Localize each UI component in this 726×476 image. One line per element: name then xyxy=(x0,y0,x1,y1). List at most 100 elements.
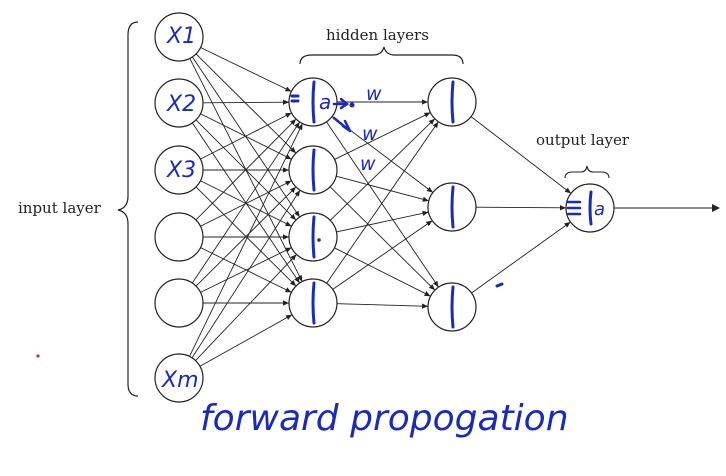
input-neuron-3 xyxy=(154,145,204,195)
connection-line xyxy=(336,175,429,202)
connection-arrowhead xyxy=(424,291,431,297)
connection-arrowhead xyxy=(297,275,303,282)
connection-arrowhead xyxy=(284,86,292,92)
connection-arrowhead xyxy=(294,190,301,197)
connection-arrowhead xyxy=(294,121,300,129)
connection-line xyxy=(200,112,292,160)
ink-dash-mark xyxy=(495,282,504,288)
neuron-split-mark xyxy=(311,80,316,124)
neuron-split-mark xyxy=(450,285,455,329)
connection-arrowhead xyxy=(289,186,296,193)
svg-text:X2: X2 xyxy=(166,92,196,117)
connection-arrowhead xyxy=(284,247,292,253)
connection-arrowhead xyxy=(282,99,290,105)
connection-arrowhead xyxy=(422,196,429,202)
hidden-layers-brace xyxy=(299,46,464,65)
connection-arrowhead xyxy=(433,280,439,288)
connection-line xyxy=(334,112,431,160)
input-neuron-1 xyxy=(154,12,204,62)
connection-line xyxy=(336,303,429,307)
connection-line xyxy=(332,220,433,290)
output-layer-label: output layer xyxy=(536,131,630,149)
svg-text:w: w xyxy=(366,83,382,105)
output-arrowhead xyxy=(712,204,720,212)
connection-arrowhead xyxy=(422,99,428,105)
connection-arrowhead xyxy=(290,119,297,126)
connection-arrowhead xyxy=(428,118,435,125)
input-neuron-5 xyxy=(154,278,204,328)
neuron-split-mark xyxy=(311,281,316,325)
connection-line xyxy=(195,254,297,361)
input-neuron-2 xyxy=(154,78,204,128)
neuron-split-mark xyxy=(311,215,316,259)
handdrawn-arrow-icon xyxy=(332,97,350,110)
connection-line xyxy=(200,180,292,227)
connection-line xyxy=(326,121,439,288)
output-layer-brace xyxy=(564,165,610,179)
stray-dot xyxy=(36,354,40,358)
connection-arrowhead xyxy=(432,121,439,129)
connection-arrowhead xyxy=(285,180,292,186)
connection-arrowhead xyxy=(285,221,292,227)
connection-line xyxy=(470,116,572,194)
connection-line xyxy=(189,123,303,357)
connection-arrowhead xyxy=(289,213,297,221)
svg-text:w: w xyxy=(360,153,376,175)
connection-line xyxy=(199,314,293,367)
connection-arrowhead xyxy=(289,280,296,287)
connection-arrowhead xyxy=(284,287,292,293)
ink-dot xyxy=(317,238,321,242)
connection-arrowhead xyxy=(290,254,297,261)
handdrawn-arrow-icon-2 xyxy=(332,116,352,133)
connection-line xyxy=(475,206,567,209)
connection-line xyxy=(195,186,297,287)
connection-line xyxy=(202,101,290,104)
input-label-x1: X1 xyxy=(166,24,196,49)
connection-arrowhead xyxy=(285,112,292,118)
connection-line xyxy=(329,186,436,291)
neuron-split-mark xyxy=(311,148,316,192)
connection-arrowhead xyxy=(423,112,431,118)
hidden-layers-label: hidden layers xyxy=(326,26,429,44)
connection-arrowhead xyxy=(285,314,293,320)
connection-line xyxy=(191,121,301,284)
connection-arrowhead xyxy=(564,187,571,194)
connection-arrowhead xyxy=(425,220,433,227)
dot-mark-icon xyxy=(349,102,355,108)
connection-arrowhead xyxy=(422,210,429,216)
connection-arrowhead xyxy=(283,300,289,306)
connection-line xyxy=(200,247,292,293)
connection-arrowhead xyxy=(297,123,303,131)
input-neuron-4 xyxy=(154,212,204,262)
output-node-annotation: a xyxy=(566,199,605,220)
z-mark-icon-output xyxy=(566,200,582,216)
connection-line xyxy=(326,121,439,284)
neuron-split-mark xyxy=(588,190,593,226)
input-label-x2: X2 xyxy=(166,92,196,117)
svg-text:a: a xyxy=(594,199,605,220)
connection-arrowhead xyxy=(294,276,300,284)
neuron-split-mark xyxy=(450,80,455,124)
input-layer-brace xyxy=(117,21,139,397)
connection-arrowhead xyxy=(294,210,300,218)
svg-text:Xm: Xm xyxy=(161,368,199,393)
connection-arrowhead xyxy=(289,147,296,154)
connection-arrowhead xyxy=(564,221,571,228)
input-neuron-6 xyxy=(154,353,204,403)
hidden-node-annotation: a w w w xyxy=(290,83,382,175)
neuron-split-mark xyxy=(450,185,455,229)
connection-line xyxy=(195,118,297,221)
connection-arrowhead xyxy=(285,154,292,160)
connection-arrowhead xyxy=(283,234,289,240)
connection-line xyxy=(334,247,431,297)
connection-lines xyxy=(189,47,572,367)
svg-text:w: w xyxy=(362,123,378,145)
connection-line xyxy=(336,211,429,233)
connection-line xyxy=(191,189,301,359)
neurons xyxy=(154,12,615,403)
connection-arrowhead xyxy=(283,167,289,173)
connection-line xyxy=(329,118,436,221)
svg-text:X3: X3 xyxy=(166,158,196,183)
